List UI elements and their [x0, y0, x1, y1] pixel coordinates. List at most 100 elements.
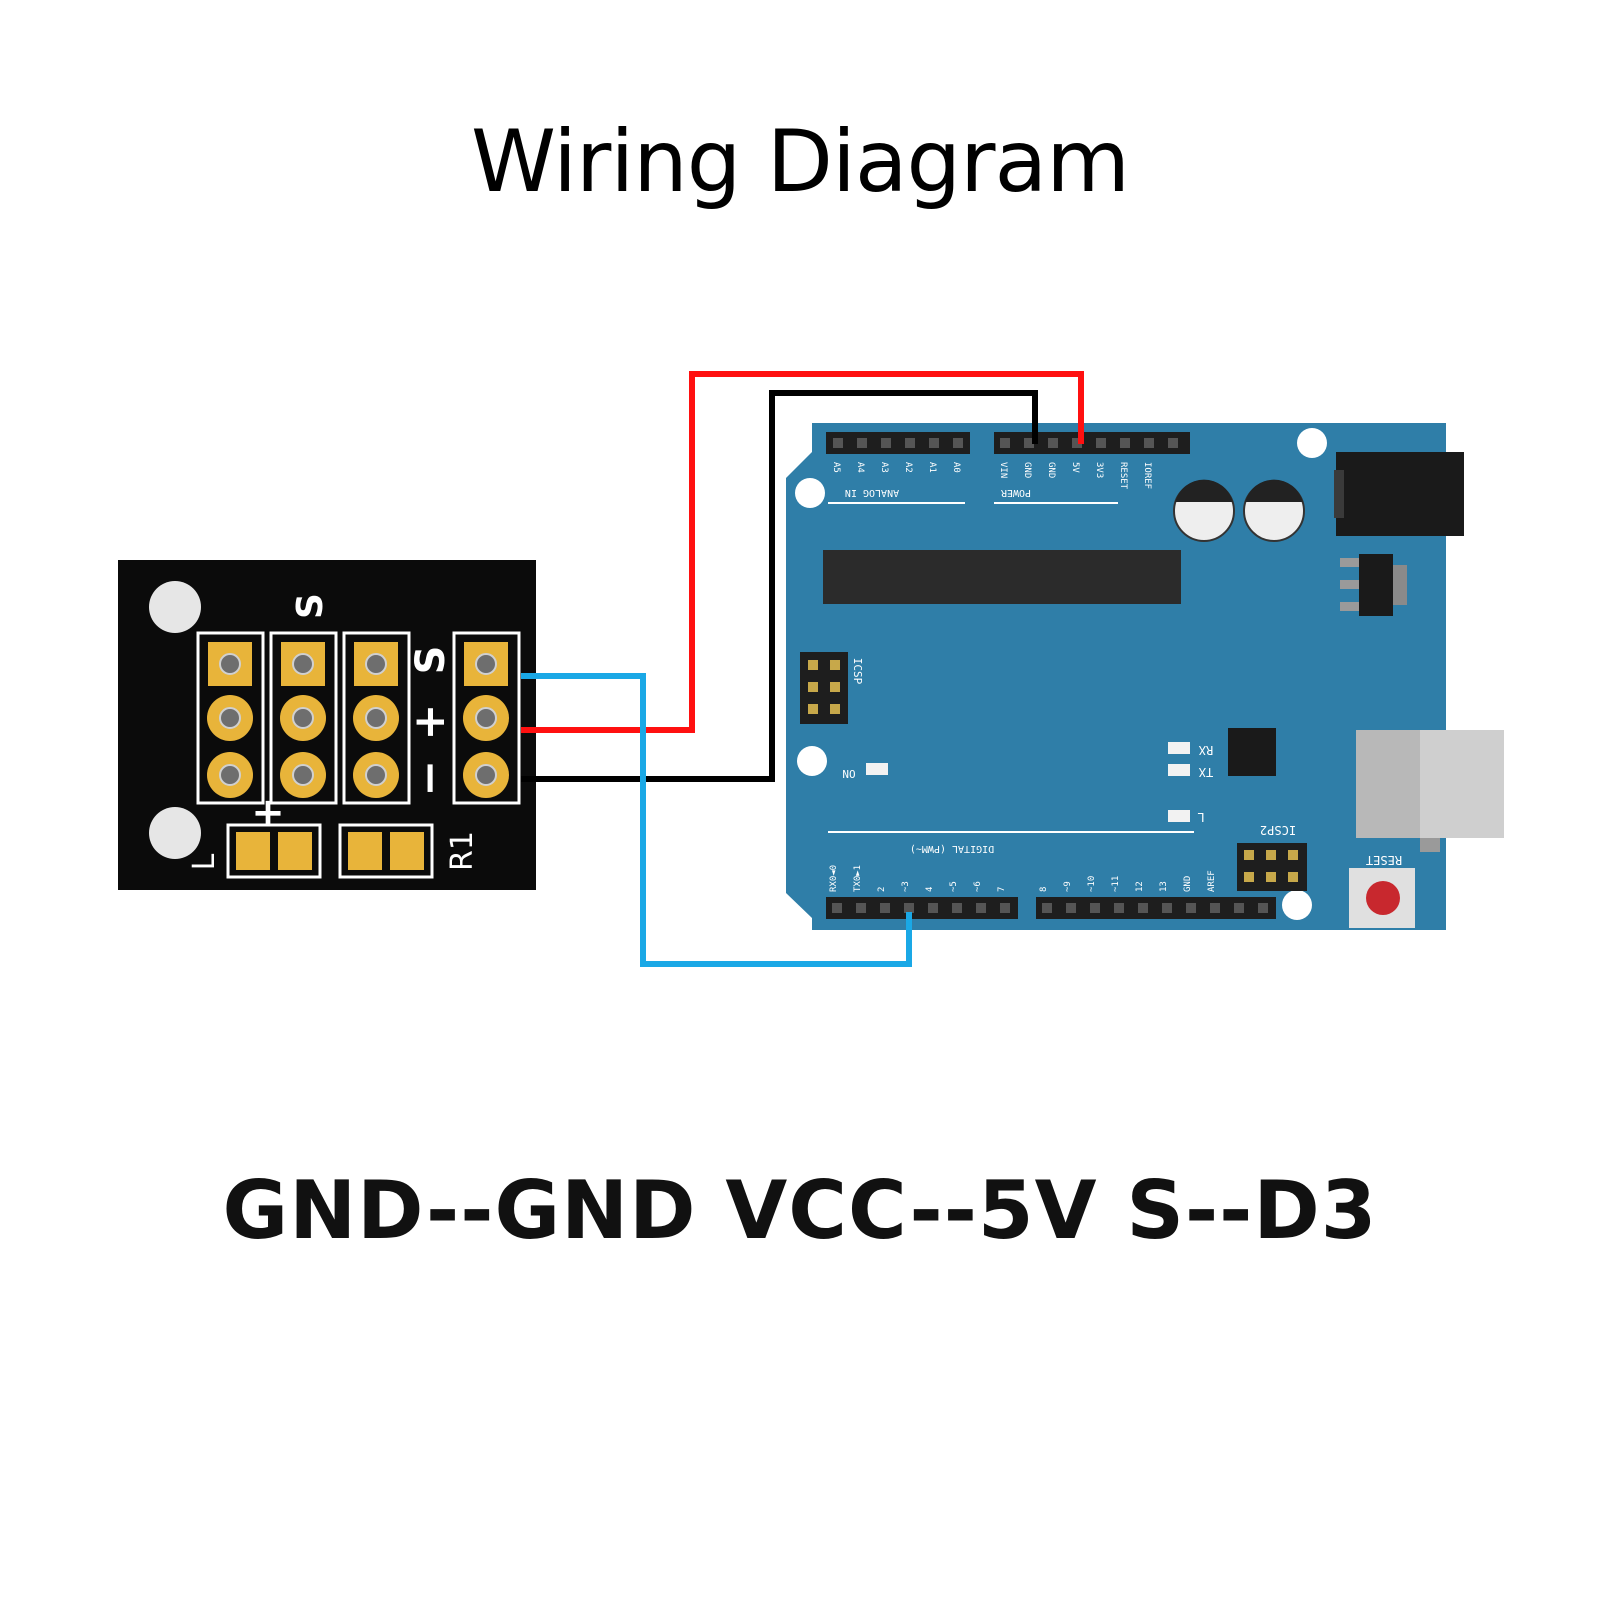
wire-gnd: [521, 390, 1038, 782]
power-pin-label: GND: [1046, 462, 1056, 478]
header-pin: [952, 903, 962, 913]
header-pin: [1144, 438, 1154, 448]
header-pin: [1090, 903, 1100, 913]
module-header-outline-3: [342, 631, 411, 805]
module-pad-hole: [365, 764, 387, 786]
icsp2-label: ICSP2: [1260, 823, 1296, 837]
digital-caption: DIGITAL (PWM~): [910, 843, 994, 854]
on-led: [866, 763, 888, 775]
module-pin-label-plus: +: [404, 704, 455, 741]
analog-pin-label: A3: [879, 462, 889, 473]
digital-pin-label: ~9: [1063, 881, 1073, 892]
header-pin: [976, 903, 986, 913]
header-pin: [1138, 903, 1148, 913]
module-pad-hole: [219, 653, 241, 675]
arduino-mount-hole: [795, 478, 825, 508]
resistor-pad: [348, 832, 382, 870]
header-pin: [1258, 903, 1268, 913]
rx-label: RX: [1198, 743, 1213, 757]
header-pin: [904, 903, 914, 913]
regulator-lead: [1340, 602, 1359, 611]
analog-pin-label: A5: [831, 462, 841, 473]
arduino-pcb: [786, 423, 1446, 930]
header-pin: [880, 903, 890, 913]
icsp2-pin: [1244, 850, 1254, 860]
usb-connector-shadow: [1420, 838, 1440, 852]
module-mount-hole-top: [149, 581, 201, 633]
power-caption: POWER: [1000, 487, 1031, 498]
digital-pin-label: ~3: [901, 881, 911, 892]
header-pin: [953, 438, 963, 448]
regulator-lead: [1340, 580, 1359, 589]
power-pin-label: 3V3: [1094, 462, 1104, 478]
capacitor-band: [1245, 479, 1303, 502]
module-pad-hole: [365, 707, 387, 729]
module-pad-hole: [292, 653, 314, 675]
module-silk-s-top: S: [290, 593, 331, 619]
digital-pin-label: ~6: [973, 881, 983, 892]
header-pin: [856, 903, 866, 913]
analog-pin-label: A1: [927, 462, 937, 473]
header-pin: [1186, 903, 1196, 913]
module-pad-hole: [292, 764, 314, 786]
resistor-pad: [278, 832, 312, 870]
header-pin: [1042, 903, 1052, 913]
digital-pin-label: 7: [997, 887, 1007, 892]
header-pin: [1210, 903, 1220, 913]
module-pad-hole: [475, 764, 497, 786]
header-pin: [1168, 438, 1178, 448]
rx-led: [1168, 742, 1190, 754]
header-pin: [1162, 903, 1172, 913]
reset-button-cap[interactable]: [1366, 881, 1400, 915]
header-pin: [1120, 438, 1130, 448]
header-pin: [1048, 438, 1058, 448]
module-label-r1: R1: [445, 831, 480, 871]
digital-pin-label: 13: [1159, 881, 1169, 892]
dc-jack: [1336, 452, 1464, 536]
module-pad-hole: [219, 707, 241, 729]
page-title: Wiring Diagram: [471, 112, 1130, 212]
header-pin: [1096, 438, 1106, 448]
icsp-label: ICSP: [851, 658, 864, 685]
power-header: [994, 432, 1190, 454]
header-pin: [928, 903, 938, 913]
icsp2-pin: [1288, 872, 1298, 882]
arduino-mount-hole: [1282, 890, 1312, 920]
resistor-pad: [390, 832, 424, 870]
icsp2-pin: [1244, 872, 1254, 882]
module-header-outline-2: [269, 631, 338, 805]
digital-pin-label: ~11: [1111, 876, 1121, 892]
icsp-pin: [808, 660, 818, 670]
regulator-tab: [1393, 565, 1407, 605]
analog-pin-label: A2: [903, 462, 913, 473]
icsp-pin: [830, 682, 840, 692]
module-r-outline-2: [338, 823, 434, 879]
digital-pin-label: TX0►1: [853, 865, 863, 892]
module-pad-hole: [475, 653, 497, 675]
header-pin: [1066, 903, 1076, 913]
resistor-pad: [236, 832, 270, 870]
power-pin-label: GND: [1022, 462, 1032, 478]
usb-connector-shade: [1420, 730, 1504, 838]
sensor-module: S S + − + L R1: [118, 560, 536, 890]
module-r-outline-1: [226, 823, 322, 879]
dc-jack-side: [1334, 470, 1344, 518]
l-led: [1168, 810, 1190, 822]
module-mount-hole-bottom: [149, 807, 201, 859]
on-led-label: ON: [842, 767, 855, 780]
analog-caption: ANALOG IN: [845, 487, 899, 498]
digital-pin-label: 4: [925, 887, 935, 892]
wire-vcc: [521, 371, 1084, 733]
reset-label: RESET: [1366, 853, 1402, 867]
header-pin: [1072, 438, 1082, 448]
header-pin: [1024, 438, 1034, 448]
module-pad-hole: [292, 707, 314, 729]
digital-pin-label: 12: [1135, 881, 1145, 892]
module-pin-label-s: S: [408, 646, 454, 675]
power-pin-label: RESET: [1118, 462, 1128, 490]
header-pin: [1114, 903, 1124, 913]
arduino-mount-hole: [1297, 428, 1327, 458]
analog-pin-label: A0: [951, 462, 961, 473]
